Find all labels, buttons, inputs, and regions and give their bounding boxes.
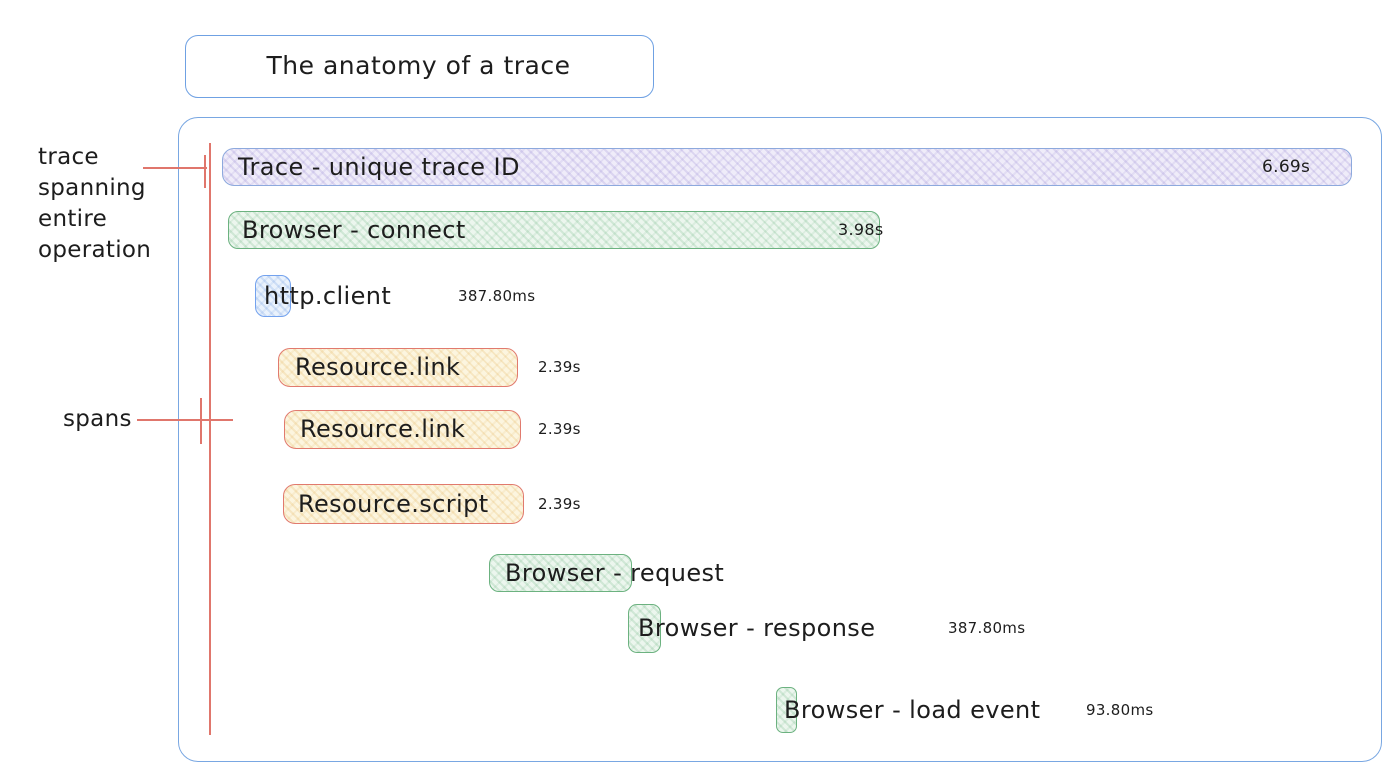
browser-load-event-span-duration: 93.80ms (1086, 701, 1154, 719)
browser-response-span-bar (628, 604, 661, 653)
trace-span-bar (222, 148, 1352, 186)
resource-link-2-span-label: Resource.link (300, 415, 466, 443)
trace-pointer-line (143, 167, 207, 169)
browser-load-event-span-label: Browser - load event (784, 696, 1041, 724)
resource-script-span-bar (283, 484, 524, 524)
resource-link-2-span-duration: 2.39s (538, 420, 581, 438)
resource-link-2-span-bar (284, 410, 521, 449)
spans-annotation-label: spans (63, 406, 132, 432)
trace-span-label: Trace - unique trace ID (238, 153, 520, 181)
browser-response-span-label: Browser - response (638, 614, 876, 642)
resource-script-span-label: Resource.script (298, 490, 489, 518)
resource-link-1-span-label: Resource.link (295, 353, 461, 381)
browser-request-span-label: Browser - request (505, 559, 725, 587)
spans-bracket-line (209, 143, 211, 735)
http-client-span-bar (255, 275, 291, 317)
browser-request-span-bar (489, 554, 632, 592)
browser-connect-span-bar (228, 211, 880, 249)
trace-pointer-tick (204, 155, 206, 188)
browser-load-event-span-bar (776, 687, 797, 733)
browser-connect-span-label: Browser - connect (242, 216, 466, 244)
browser-response-span-duration: 387.80ms (948, 619, 1026, 637)
trace-annotation-label: trace spanning entire operation (38, 144, 152, 263)
page-title: The anatomy of a trace (266, 51, 571, 80)
trace-span-duration: 6.69s (1262, 157, 1311, 177)
spans-pointer-line (137, 419, 233, 421)
http-client-span-duration: 387.80ms (458, 287, 536, 305)
browser-connect-span-duration: 3.98s (838, 220, 884, 239)
title-box (185, 35, 654, 98)
resource-script-span-duration: 2.39s (538, 495, 581, 513)
spans-pointer-tick (200, 398, 202, 444)
resource-link-1-span-bar (278, 348, 518, 387)
resource-link-1-span-duration: 2.39s (538, 358, 581, 376)
http-client-span-label: http.client (264, 282, 392, 310)
